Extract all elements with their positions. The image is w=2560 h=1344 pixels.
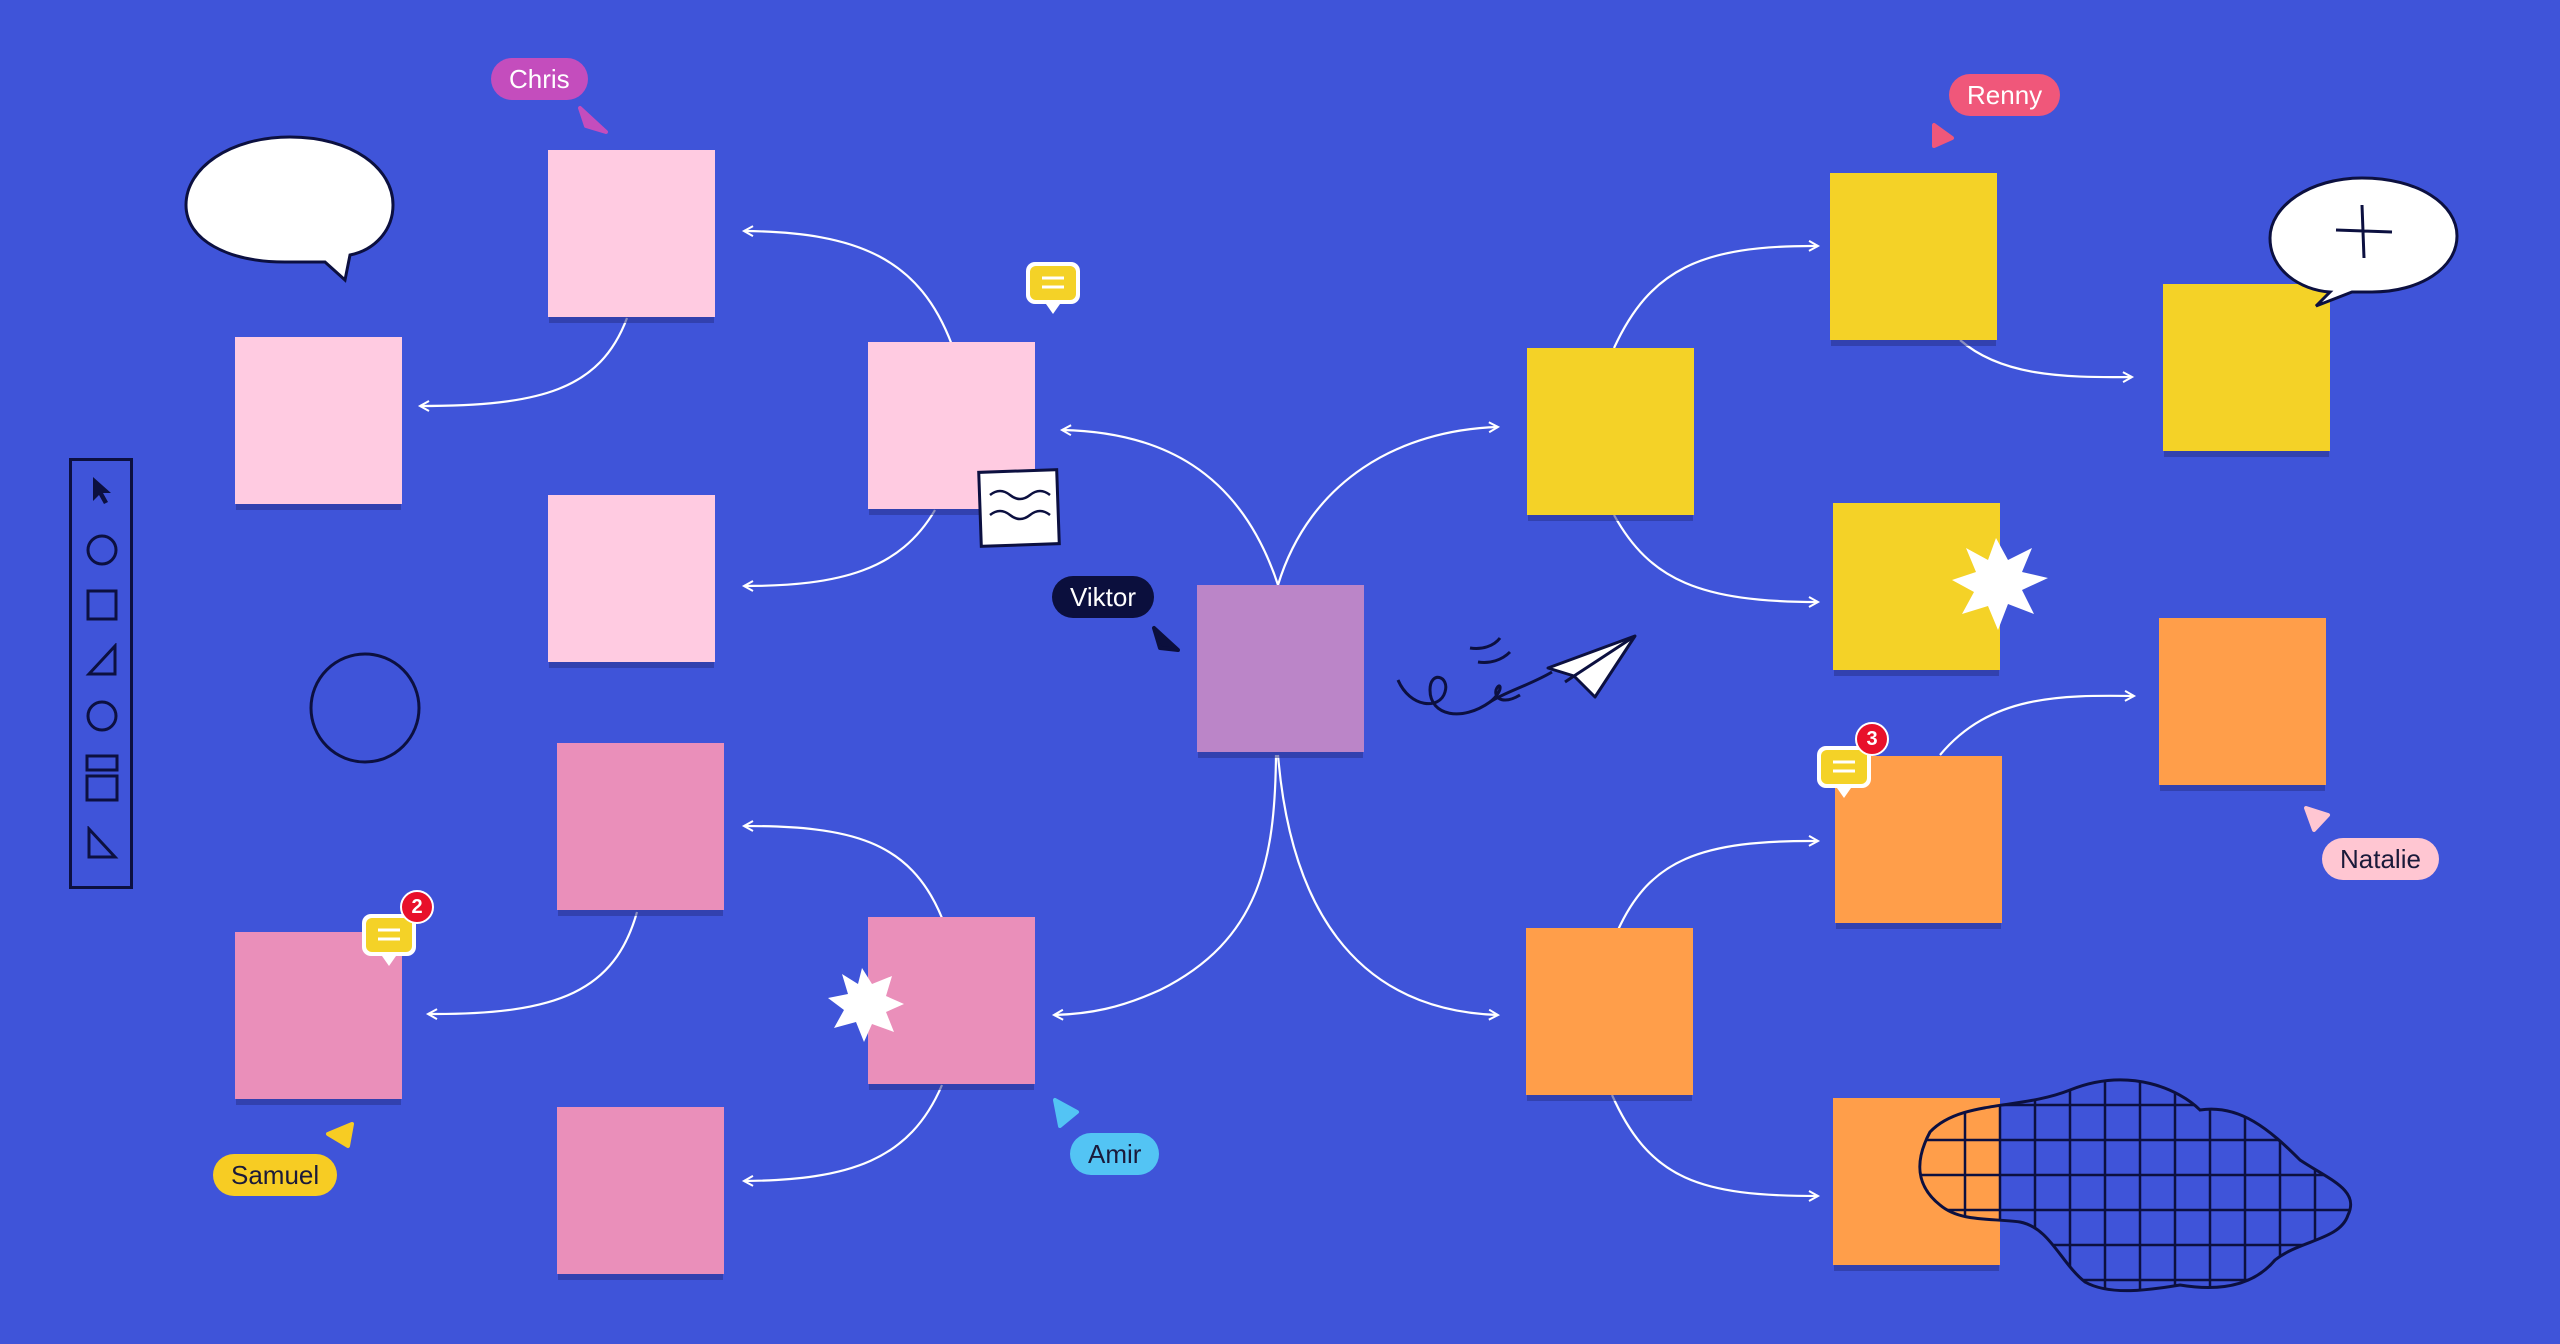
- collaborator-tag-samuel: Samuel: [213, 1154, 338, 1196]
- square-icon[interactable]: [85, 588, 119, 622]
- select-arrow-icon[interactable]: [85, 473, 119, 507]
- collaborator-tag-viktor: Viktor: [1052, 576, 1154, 618]
- collaborator-tag-amir: Amir: [1070, 1133, 1160, 1175]
- sticky-note-pink[interactable]: [235, 337, 402, 504]
- comment-bubble[interactable]: 3: [1815, 722, 1889, 798]
- circle-icon[interactable]: [85, 699, 119, 733]
- collaborator-tag-renny: Renny: [1949, 74, 2061, 116]
- sticky-note-yellow[interactable]: [1527, 348, 1694, 515]
- comment-icon: [1026, 262, 1080, 314]
- sticky-note-rose[interactable]: [557, 743, 724, 910]
- collaborator-tag-natalie: Natalie: [2322, 838, 2439, 880]
- sticky-note-rose[interactable]: [557, 1107, 724, 1274]
- triangle-icon[interactable]: [85, 643, 119, 677]
- sticky-note-rose[interactable]: [235, 932, 402, 1099]
- sticky-note-yellow[interactable]: [1830, 173, 1997, 340]
- stacked-rectangles-icon[interactable]: [85, 754, 119, 804]
- sticky-note-orange[interactable]: [1526, 928, 1693, 1095]
- sticky-note-rose[interactable]: [868, 917, 1035, 1084]
- circle-icon[interactable]: [85, 533, 119, 567]
- comment-count-badge: 2: [400, 890, 434, 924]
- comment-count-badge: 3: [1855, 722, 1889, 756]
- comment-bubble[interactable]: 2: [360, 890, 434, 966]
- sticky-note-yellow[interactable]: [2163, 284, 2330, 451]
- sticky-note-yellow[interactable]: [1833, 503, 2000, 670]
- sticky-note-pink[interactable]: [548, 495, 715, 662]
- sticky-note-orange[interactable]: [2159, 618, 2326, 785]
- sticky-note-orange[interactable]: [1833, 1098, 2000, 1265]
- comment-bubble[interactable]: [1024, 260, 1082, 314]
- comment-icon: [362, 914, 416, 966]
- collaborator-tag-chris: Chris: [491, 58, 588, 100]
- right-triangle-icon[interactable]: [85, 826, 119, 860]
- sticky-note-pink[interactable]: [868, 342, 1035, 509]
- sticky-note-center[interactable]: [1197, 585, 1364, 752]
- comment-icon: [1817, 746, 1871, 798]
- sticky-note-pink[interactable]: [548, 150, 715, 317]
- shape-toolbar: [69, 458, 133, 889]
